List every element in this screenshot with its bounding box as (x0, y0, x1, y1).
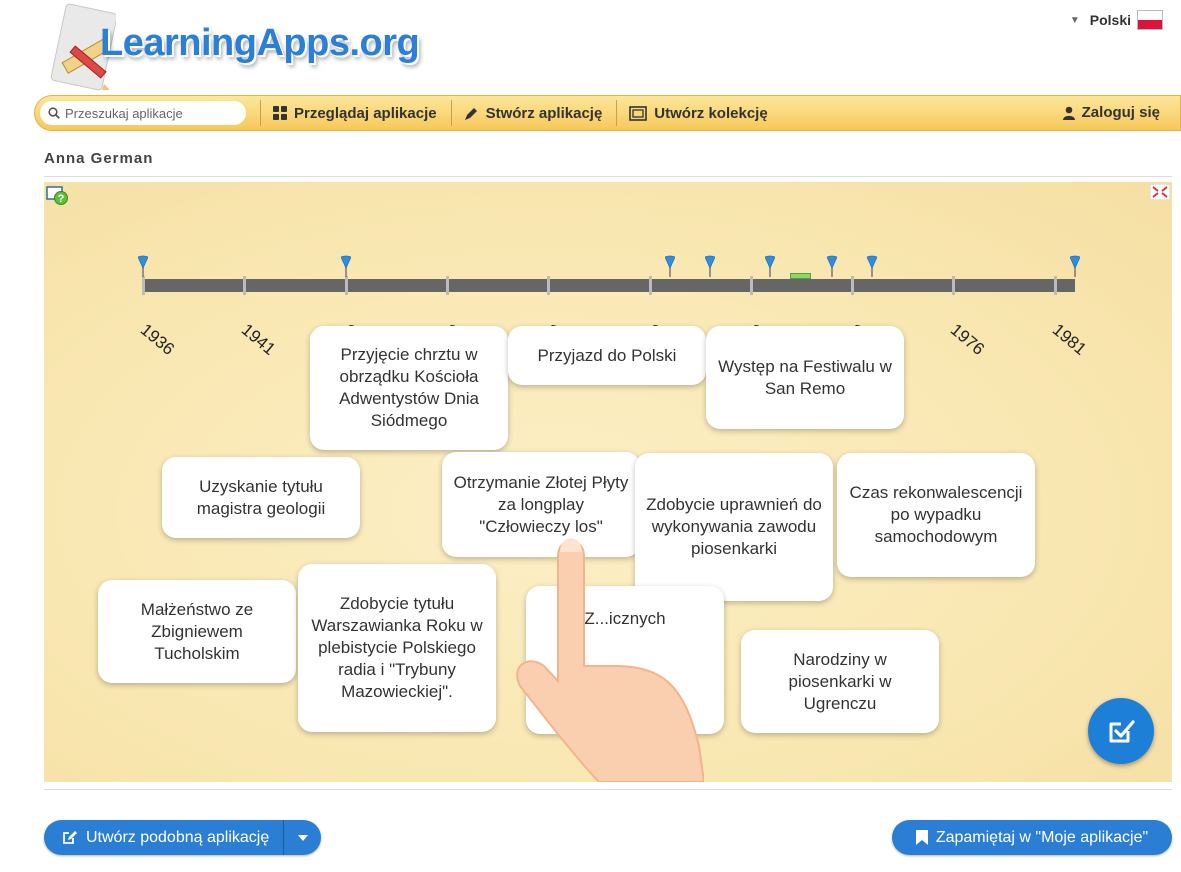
bookmark-icon (915, 830, 928, 845)
timeline-pin-icon[interactable] (765, 255, 775, 277)
timeline-tick (547, 276, 551, 295)
event-card[interactable]: Występ na Festiwalu w San Remo (706, 326, 904, 429)
timeline-tick (243, 276, 247, 295)
timeline-tick (851, 276, 855, 295)
create-collection-link[interactable]: Utwórz kolekcję (629, 104, 768, 122)
timeline-pin-icon[interactable] (1070, 255, 1080, 277)
timeline-tick (344, 276, 348, 295)
header: LearningApps.org ▼ Polski (0, 0, 1181, 95)
remember-app-button[interactable]: Zapamiętaj w "Moje aplikacje" (892, 820, 1172, 855)
placed-marker (790, 273, 811, 279)
timeline-pin-icon[interactable] (138, 255, 148, 277)
remember-app-label: Zapamiętaj w "Moje aplikacje" (935, 828, 1149, 846)
check-answers-button[interactable] (1088, 698, 1154, 764)
chevron-down-icon: ▼ (1069, 14, 1080, 26)
svg-text:?: ? (58, 193, 65, 205)
timeline-bar (143, 279, 1075, 292)
search-icon (48, 107, 60, 119)
event-card[interactable]: Uzyskanie tytułu magistra geologii (162, 457, 360, 538)
edit-square-icon (63, 831, 77, 844)
nav-divider (616, 100, 618, 126)
divider (44, 176, 1172, 177)
timeline-app: ? 1936194119419519519619619719761981 Prz… (44, 182, 1172, 782)
caret-down-icon (297, 834, 308, 841)
browse-apps-label: Przeglądaj aplikacje (294, 104, 437, 122)
timeline-tick (749, 276, 753, 295)
timeline-tick (142, 276, 145, 295)
dropdown-caret-button[interactable] (283, 820, 321, 855)
timeline-pin-icon[interactable] (827, 255, 837, 277)
timeline-tick (445, 276, 449, 295)
create-similar-button-group: Utwórz podobną aplikację (44, 820, 322, 855)
fullscreen-icon[interactable] (1150, 184, 1170, 200)
event-card[interactable]: Czas rekonwalescencji po wypadku samocho… (837, 453, 1035, 577)
page-title: Anna German (44, 150, 154, 167)
grid-icon (273, 106, 287, 120)
event-card[interactable]: Zdobycie tytułu Warszawianka Roku w pleb… (298, 564, 496, 732)
nav-divider (450, 100, 452, 126)
collection-frame-icon (629, 105, 648, 121)
logo-pencil-ruler-icon (50, 3, 116, 91)
timeline-pin-icon[interactable] (341, 255, 351, 277)
pointing-hand-icon (516, 538, 704, 782)
poland-flag-icon (1137, 10, 1163, 30)
timeline-tick (952, 276, 956, 295)
nav-divider (260, 100, 261, 126)
timeline-year-label: 1981 (1048, 320, 1090, 359)
event-card[interactable]: Małżeństwo ze Zbigniewem Tucholskim (98, 580, 296, 683)
search-input[interactable] (65, 105, 235, 121)
login-label: Zaloguj się (1081, 104, 1160, 121)
user-icon (1062, 106, 1075, 120)
timeline-pin-icon[interactable] (665, 255, 675, 277)
create-similar-button[interactable]: Utwórz podobną aplikację (44, 820, 283, 855)
timeline-tick (648, 276, 652, 295)
timeline-year-label: 1976 (947, 320, 989, 359)
login-link[interactable]: Zaloguj się (1062, 104, 1160, 121)
divider (44, 789, 1172, 790)
language-label: Polski (1089, 12, 1131, 28)
timeline-pin-icon[interactable] (867, 255, 877, 277)
help-icon[interactable]: ? (46, 184, 68, 206)
event-card[interactable]: Zdobycie uprawnień do wykonywania zawodu… (635, 453, 833, 601)
timeline-tick (1053, 276, 1057, 295)
timeline-year-label: 1936 (136, 320, 178, 359)
event-card[interactable]: Przyjęcie chrztu w obrządku Kościoła Adw… (310, 326, 508, 450)
create-app-label: Stwórz aplikację (485, 104, 603, 122)
create-app-link[interactable]: Stwórz aplikację (464, 104, 603, 122)
pencil-icon (464, 107, 477, 120)
event-card[interactable]: Otrzymanie Złotej Płyty za longplay "Czł… (442, 452, 640, 557)
timeline-pin-icon[interactable] (705, 255, 715, 277)
create-similar-label: Utwórz podobną aplikację (86, 828, 270, 846)
language-selector[interactable]: ▼ Polski (1070, 10, 1163, 30)
search-box (40, 101, 246, 125)
event-card[interactable]: Przyjazd do Polski (508, 326, 706, 385)
site-logo[interactable]: LearningApps.org (100, 22, 420, 64)
timeline-year-label: 1941 (238, 320, 280, 359)
create-collection-label: Utwórz kolekcję (654, 104, 768, 122)
main-navbar: Przeglądaj aplikacje Stwórz aplikację Ut… (34, 95, 1181, 131)
event-card[interactable]: Narodziny w piosenkarki w Ugrenczu (741, 630, 939, 733)
check-edit-icon (1109, 720, 1135, 743)
browse-apps-link[interactable]: Przeglądaj aplikacje (273, 105, 437, 122)
